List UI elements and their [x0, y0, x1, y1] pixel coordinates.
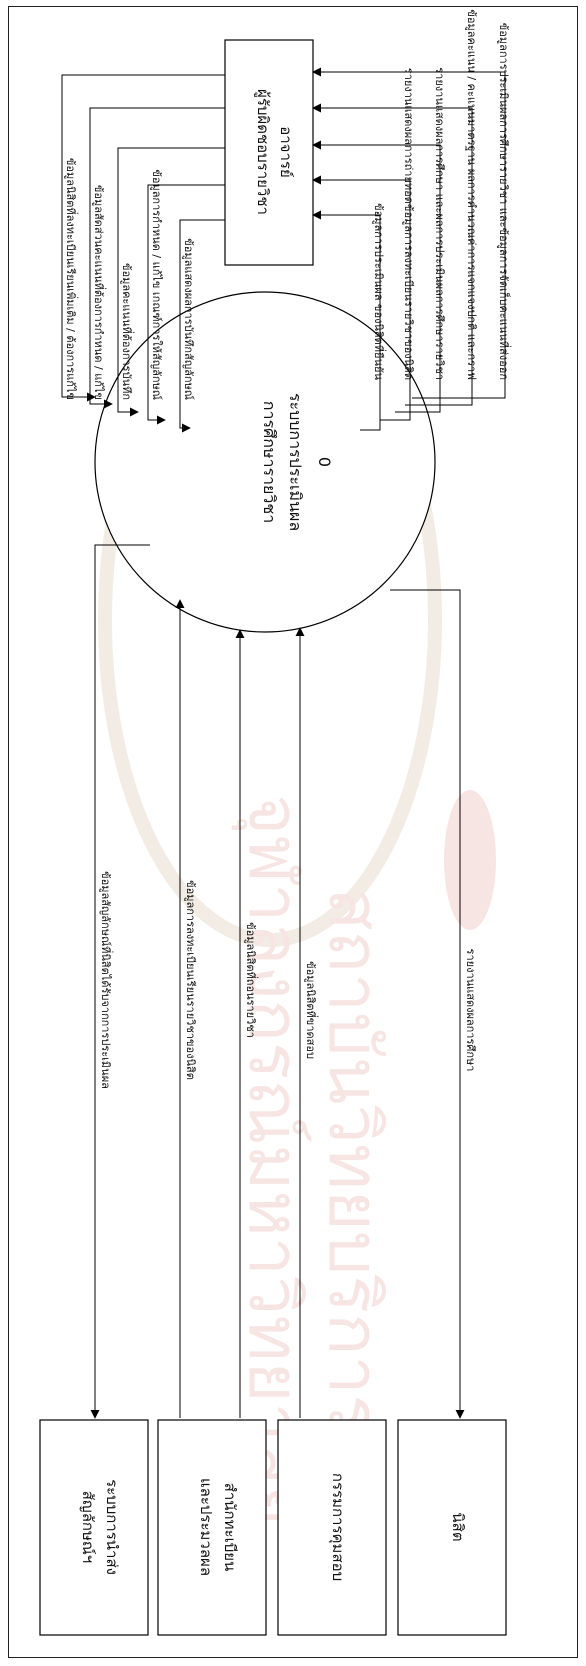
entity-symbol-system [39, 1419, 149, 1636]
flow-in-label-5: ข้อมูลแสดงผลการบันทึกสัญลักษณ์ [182, 238, 195, 400]
flow-label-student: รายงานแสดงผลการศึกษา [464, 949, 477, 1072]
process-number: 0 [315, 457, 334, 467]
flow-line-in-5 [179, 219, 225, 433]
entity-exam-committee-label: กรรมการคุมสอบ [328, 1473, 347, 1581]
watermark-ribbon [444, 790, 496, 930]
flow-line-out-4 [312, 103, 473, 406]
flow-in-label-2: ข้อมูลสัดส่วนคะแนนที่ต้องการกำหนด / แก้ไ… [92, 185, 107, 400]
watermark-line1: สถาบันวิทยบริการ [313, 888, 395, 1432]
flow-out-label-4: ข้อมูลคะแนน / คะแนนมาตรฐาน ผลการคำนวณค่า… [465, 9, 478, 380]
flow-out-label-3: รายงานแสดงผลการศึกษา และผลการประเมินผลกา… [433, 67, 446, 380]
flow-line-symbol-system [90, 544, 150, 1419]
flow-out-label-1: ข้อมูลการประเมินผล ของนิสิตที่ยืนยัน [372, 203, 387, 380]
flow-in-label-3: ข้อมูลคะแนนที่ต้องการบันทึก [120, 263, 135, 400]
flow-line-out-1 [312, 210, 381, 431]
entity-registrar-line1: สำนักทะเบียน [221, 1483, 239, 1572]
entity-symbol-system-line1: ระบบการนำส่ง [103, 1479, 121, 1575]
process-name-line2: การศึกษารายวิชา [260, 401, 279, 523]
flow-label-symbol-system: ข้อมูลสัญลักษณ์ที่นิสิตได้รับจากการประเม… [99, 871, 114, 1089]
entity-instructor [224, 39, 314, 266]
flow-line-student [390, 589, 465, 1419]
entity-instructor-line1: อาจารย์ [277, 126, 295, 178]
watermark-line2: จุฬาลงกรณ์มหาวิทยาลัย [231, 794, 315, 1525]
entity-student [397, 1419, 507, 1636]
flow-line-out-2 [312, 175, 411, 421]
flow-out-label-5: ข้อมูลการประเมินผลการศึกษารายวิชา และข้อ… [497, 23, 512, 380]
entity-instructor-line2: ผู้รับผิดชอบรายวิชา [254, 89, 272, 215]
flow-in-label-1: ข้อมูลนิสิตที่ลงทะเบียนเรียนเพิ่มเติม / … [64, 158, 79, 400]
diagram-frame [8, 6, 578, 1658]
entity-registrar-line2: และประมวลผล [197, 1478, 215, 1576]
flow-line-in-4 [147, 184, 225, 425]
flow-line-in-1 [61, 74, 225, 402]
entity-symbol-system-line2: สัญลักษณ์ฯ [79, 1491, 97, 1563]
entity-student-label: นิสิต [449, 1512, 467, 1541]
flow-line-in-3 [117, 147, 225, 417]
flows-bottom [90, 544, 465, 1419]
process-name-line1: ระบบการประเมินผล [286, 393, 305, 531]
flows-process-to-instructor [312, 67, 506, 431]
flow-line-out-5 [312, 67, 506, 399]
entity-registrar [157, 1419, 267, 1636]
flow-label-exam-committee: ข้อมูลนิสิตที่ขาดสอบ [304, 961, 319, 1059]
flow-label-registrar-students: ข้อมูลนิสิตที่ถอนรายวิชา [244, 922, 259, 1038]
flow-line-out-3 [312, 140, 441, 413]
flow-label-registrar-enrollment: ข้อมูลการลงทะเบียนเรียนรายวิชาของนิสิต [184, 880, 197, 1080]
entity-exam-committee [277, 1419, 387, 1636]
flow-out-label-2: รายงานแสดงผลการถ่ายทอดข้อมูลการลงทะเบียน… [402, 68, 415, 380]
flows-instructor-to-process [61, 74, 225, 433]
flow-in-label-4: ข้อมูลการกำหนด / แก้ไข เกณฑ์การให้สัญลัก… [150, 169, 163, 400]
flow-line-in-2 [89, 107, 225, 409]
